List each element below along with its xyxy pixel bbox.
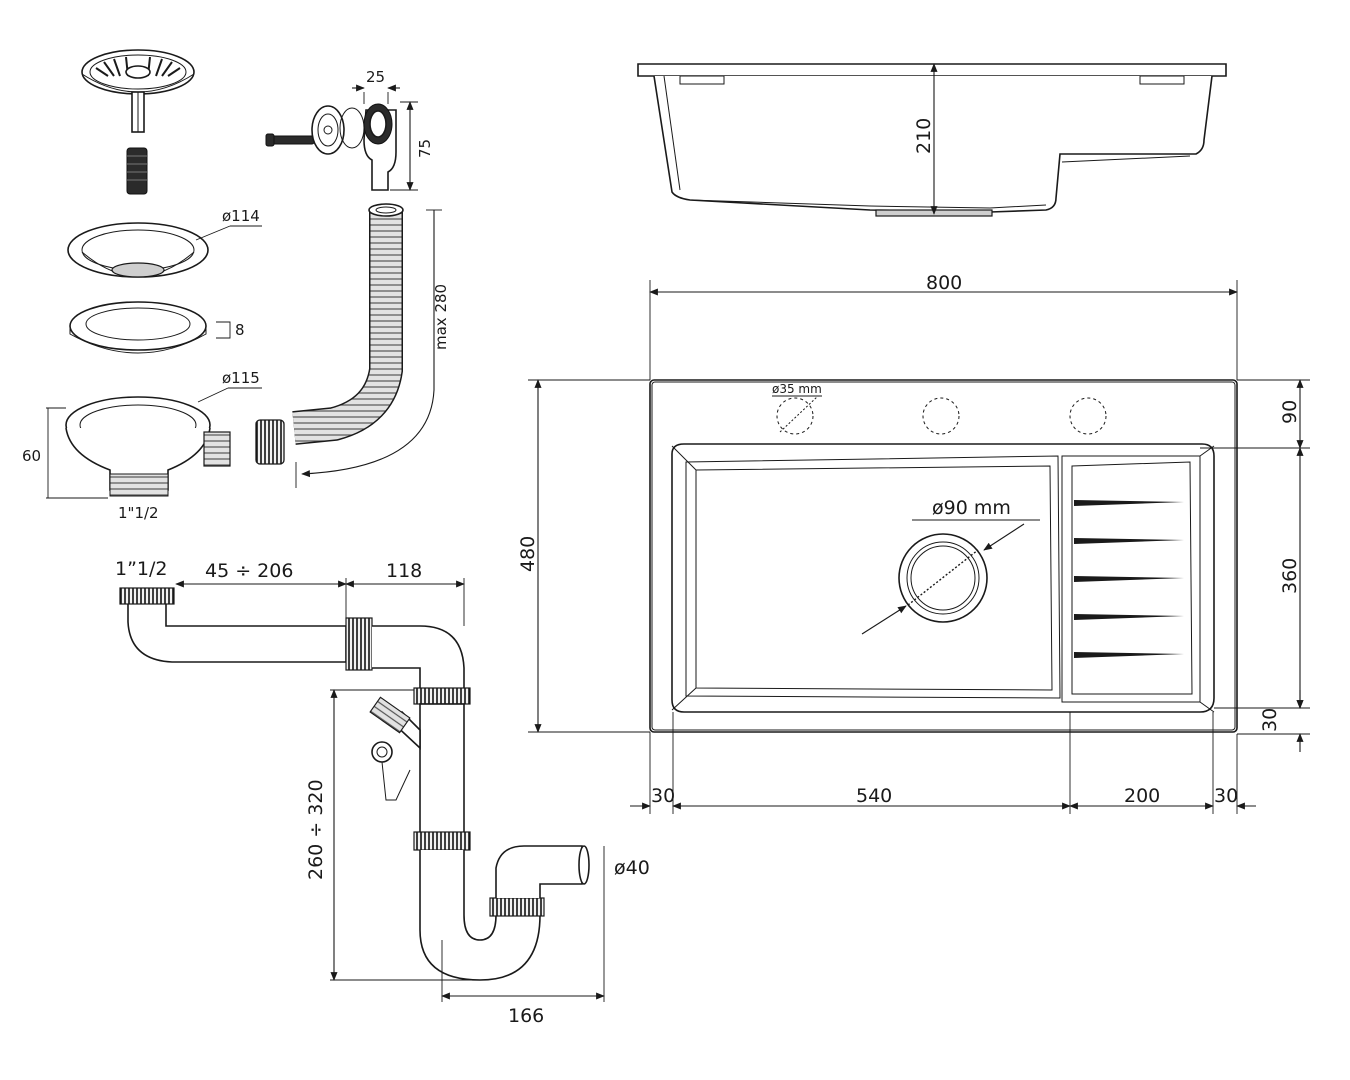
label-siphon-offset: 118 bbox=[386, 560, 422, 582]
label-basket-height: 60 bbox=[22, 447, 41, 465]
label-siphon-outlet: ø40 bbox=[614, 857, 650, 879]
drain-hole bbox=[898, 533, 988, 623]
tap-hole bbox=[922, 397, 960, 435]
label-basket-thread: 1"1/2 bbox=[118, 504, 159, 522]
label-overflow-height: 75 bbox=[416, 139, 434, 158]
label-overflow-width: 25 bbox=[366, 68, 385, 86]
label-hose-length: max 280 bbox=[432, 284, 450, 350]
overflow-screw bbox=[265, 133, 315, 147]
label-siphon-inlet: 1”1/2 bbox=[115, 558, 168, 580]
label-sink-depth: 210 bbox=[913, 118, 935, 154]
label-basket-diameter: ø115 bbox=[222, 369, 260, 387]
label-drain-hole: ø90 mm bbox=[932, 497, 1011, 519]
tap-hole bbox=[776, 397, 814, 435]
strainer-slots bbox=[95, 56, 181, 77]
label-drainer-length: 360 bbox=[1279, 558, 1301, 594]
drainer-grooves bbox=[1074, 500, 1184, 658]
label-sink-width: 800 bbox=[926, 272, 962, 294]
label-washer-height: 8 bbox=[235, 321, 245, 339]
label-siphon-height: 260 ÷ 320 bbox=[305, 779, 327, 880]
label-siphon-width: 166 bbox=[508, 1005, 544, 1027]
strainer-cup bbox=[67, 222, 209, 278]
label-sink-length: 480 bbox=[517, 536, 539, 572]
strainer-plug bbox=[81, 49, 195, 133]
label-bowl-width: 540 bbox=[856, 785, 892, 807]
label-top-margin: 90 bbox=[1279, 400, 1301, 424]
overflow-elbow bbox=[363, 103, 397, 191]
strainer-body bbox=[65, 396, 231, 497]
flange-washer bbox=[69, 301, 207, 354]
label-bottom-margin: 30 bbox=[1259, 708, 1281, 732]
label-left-margin: 30 bbox=[651, 785, 675, 807]
label-strainer-cup-diameter: ø114 bbox=[222, 207, 260, 225]
sink-plan bbox=[649, 379, 1238, 733]
label-tap-hole: ø35 mm bbox=[772, 382, 822, 396]
label-siphon-horizontal: 45 ÷ 206 bbox=[205, 560, 293, 582]
label-right-margin: 30 bbox=[1214, 785, 1238, 807]
overflow-cover bbox=[311, 105, 365, 155]
tap-hole bbox=[1069, 397, 1107, 435]
overflow-hose bbox=[292, 203, 404, 445]
plug-screw bbox=[126, 147, 148, 195]
label-drainer-width: 200 bbox=[1124, 785, 1160, 807]
hose-nut bbox=[255, 419, 285, 465]
siphon-assembly bbox=[119, 587, 590, 981]
